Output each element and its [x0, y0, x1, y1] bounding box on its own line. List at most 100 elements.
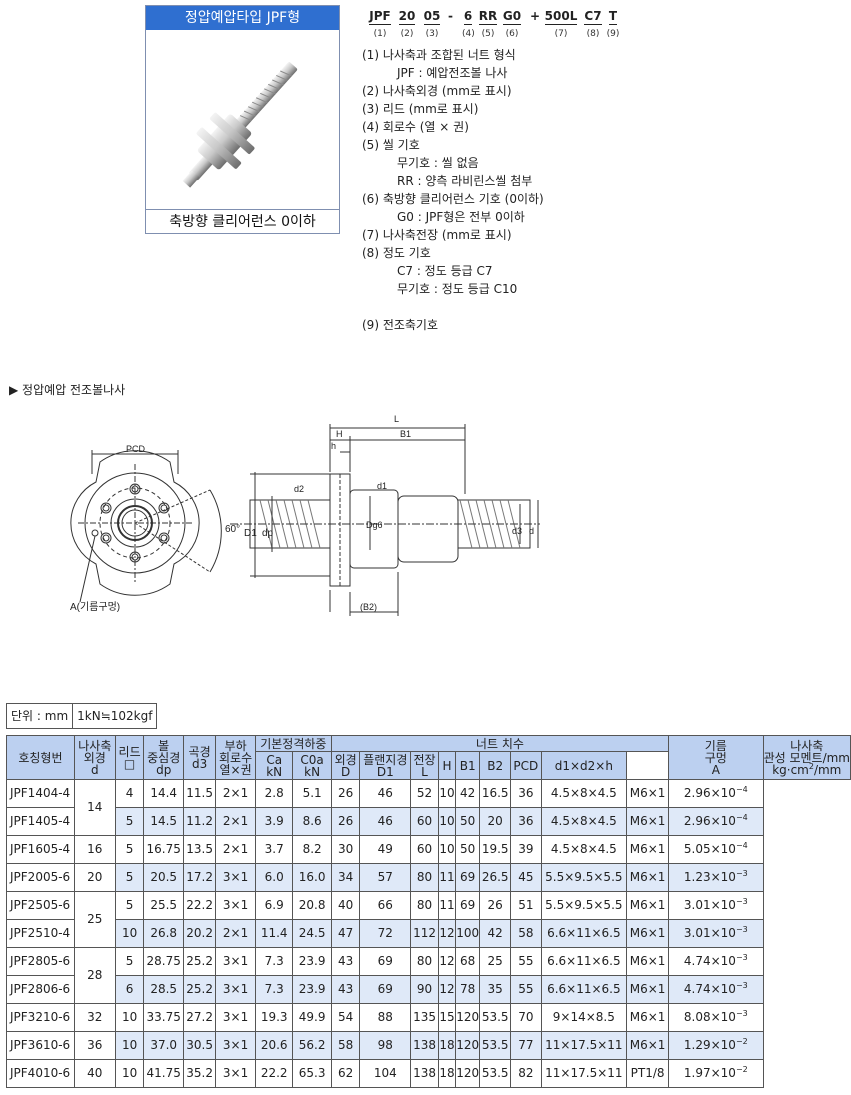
cell-h: 10 — [437, 807, 457, 836]
cell-model: JPF2510-4 — [6, 919, 75, 948]
cell-pcd: 55 — [510, 947, 542, 976]
cell-d3: 17.2 — [182, 863, 217, 892]
cell-model: JPF1404-4 — [6, 779, 75, 808]
cell-b1: 120 — [455, 1031, 481, 1060]
cell-moment: 3.01×10−3 — [668, 891, 764, 920]
cell-l: 80 — [410, 863, 439, 892]
th-rating: 기본정격하중 — [254, 735, 332, 752]
cell-h: 15 — [437, 1003, 457, 1032]
desc-item: (6) 축방향 클리어런스 기호 (0이하) — [362, 192, 544, 206]
cell-d1: 69 — [359, 975, 412, 1004]
cell-l: 80 — [410, 947, 439, 976]
cell-d3: 20.2 — [182, 919, 217, 948]
cell-ca: 19.3 — [254, 1003, 294, 1032]
code-part: 6(4) — [462, 9, 475, 39]
moment-mantissa: 4.74×10 — [683, 982, 736, 996]
cell-circ: 2×1 — [215, 919, 256, 948]
moment-exponent: −3 — [735, 953, 748, 962]
cell-pcd: 77 — [510, 1031, 542, 1060]
cell-b1: 69 — [455, 863, 481, 892]
desc-item: (1) 나사축과 조합된 너트 형식 — [362, 48, 516, 62]
desc-subitem: C7 : 정도 등급 C7 — [397, 264, 493, 278]
cell-lead: 5 — [114, 835, 145, 864]
cell-d1: 66 — [359, 891, 412, 920]
cell-b1: 78 — [455, 975, 481, 1004]
cell-dp: 14.4 — [143, 779, 184, 808]
moment-exponent: −2 — [735, 1065, 748, 1074]
dim-B2: (B2) — [360, 602, 377, 612]
cell-dp: 37.0 — [143, 1031, 184, 1060]
cell-ca: 6.0 — [254, 863, 294, 892]
cell-b1: 120 — [455, 1059, 481, 1088]
cell-b2: 26.5 — [479, 863, 512, 892]
cell-pcd: 58 — [510, 919, 542, 948]
cell-a: M6×1 — [626, 947, 670, 976]
cell-ca: 20.6 — [254, 1031, 294, 1060]
cell-ca: 7.3 — [254, 947, 294, 976]
th-PCD: PCD — [510, 751, 542, 780]
cell-moment: 3.01×10−3 — [668, 919, 764, 948]
cell-b1: 100 — [455, 919, 481, 948]
cell-circ: 3×1 — [215, 1031, 256, 1060]
moment-exponent: −4 — [735, 841, 748, 850]
cell-lead: 10 — [114, 1003, 145, 1032]
cell-model: JPF2805-6 — [6, 947, 75, 976]
cell-c0a: 65.3 — [292, 1059, 332, 1088]
cell-h: 18 — [437, 1031, 457, 1060]
moment-mantissa: 1.23×10 — [683, 870, 736, 884]
dim-dp: dp — [262, 528, 274, 539]
oil-hole-label: A(기름구멍) — [70, 601, 120, 613]
cell-ca: 6.9 — [254, 891, 294, 920]
cell-lead: 5 — [114, 947, 145, 976]
cell-d3: 22.2 — [182, 891, 217, 920]
cell-lead: 4 — [114, 779, 145, 808]
code-part: RR(5) — [478, 9, 498, 39]
cell-d: 26 — [330, 779, 361, 808]
th-lead: 리드□ — [114, 735, 145, 780]
code-part: 500L(7) — [544, 9, 578, 39]
moment-exponent: −4 — [735, 813, 748, 822]
cell-lead: 10 — [114, 1031, 145, 1060]
cell-d3: 35.2 — [182, 1059, 217, 1088]
cell-model: JPF3610-6 — [6, 1031, 75, 1060]
dim-d1: d1 — [377, 481, 387, 491]
cell-a: M6×1 — [626, 891, 670, 920]
moment-exponent: −3 — [735, 1009, 748, 1018]
cell-pcd: 45 — [510, 863, 542, 892]
cell-moment: 8.08×10−3 — [668, 1003, 764, 1032]
cell-ca: 2.8 — [254, 779, 294, 808]
cell-pcd: 51 — [510, 891, 542, 920]
cell-d3: 11.5 — [182, 779, 217, 808]
cell-ca: 22.2 — [254, 1059, 294, 1088]
cell-b1: 69 — [455, 891, 481, 920]
cell-ca: 3.9 — [254, 807, 294, 836]
cell-od: 14 — [73, 779, 116, 836]
desc-subitem: G0 : JPF형은 전부 0이하 — [397, 210, 525, 224]
cell-pcd: 39 — [510, 835, 542, 864]
code-part: JPF(1) — [369, 9, 391, 39]
cell-circ: 3×1 — [215, 1059, 256, 1088]
cell-h: 11 — [437, 863, 457, 892]
cell-dh: 6.6×11×6.5 — [540, 975, 628, 1004]
cell-c0a: 49.9 — [292, 1003, 332, 1032]
dim-B1: B1 — [400, 429, 411, 439]
cell-dh: 6.6×11×6.5 — [540, 919, 628, 948]
cell-pcd: 82 — [510, 1059, 542, 1088]
cell-d: 54 — [330, 1003, 361, 1032]
moment-exponent: −3 — [735, 925, 748, 934]
cell-lead: 10 — [114, 1059, 145, 1088]
product-card: 정압예압타입 JPF형 축방향 클리어런스 0이하 — [145, 5, 340, 234]
cell-b2: 42 — [479, 919, 512, 948]
cell-d1: 88 — [359, 1003, 412, 1032]
dim-H: H — [336, 429, 343, 439]
cell-d3: 27.2 — [182, 1003, 217, 1032]
